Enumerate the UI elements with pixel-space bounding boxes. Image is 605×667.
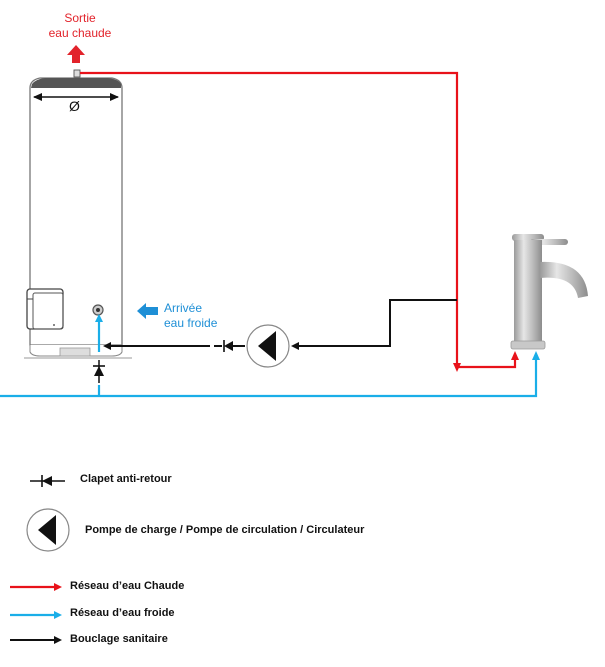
recirculation-loop-pipe xyxy=(103,299,457,350)
hot-outlet-arrow-icon xyxy=(67,45,85,63)
cold-inlet-arrow-icon xyxy=(137,303,158,319)
hot-water-pipe xyxy=(80,71,519,372)
cold-inlet-label-line1: Arrivée xyxy=(164,301,203,315)
water-heater-tank xyxy=(24,69,132,359)
cold-water-pipe xyxy=(0,314,540,398)
legend-hot-network-label: Réseau d’eau Chaude xyxy=(70,580,185,592)
legend-cold-network-label: Réseau d’eau froide xyxy=(70,607,175,619)
legend-cold-arrow-icon xyxy=(10,611,62,619)
hot-outlet-label-line1: Sortie xyxy=(64,11,96,25)
circulation-pump-icon xyxy=(246,324,290,368)
legend-pump-icon xyxy=(26,508,70,552)
hot-outlet-label-line2: eau chaude xyxy=(48,26,112,40)
loop-check-valve-icon xyxy=(223,340,233,352)
legend-loop-arrow-icon xyxy=(10,636,62,644)
legend-loop-label: Bouclage sanitaire xyxy=(70,633,168,645)
heater-control-box xyxy=(26,288,64,330)
legend-check-valve-label: Clapet anti-retour xyxy=(80,473,172,485)
diameter-symbol: Ø xyxy=(69,98,80,114)
legend-check-valve-icon xyxy=(30,475,65,487)
cold-inlet-label: Arrivée eau froide xyxy=(164,301,217,331)
legend-pump-label: Pompe de charge / Pompe de circulation /… xyxy=(85,524,365,536)
hot-outlet-label: Sortie eau chaude xyxy=(40,11,120,41)
hot-outlet-port xyxy=(73,69,81,78)
legend-hot-arrow-icon xyxy=(10,583,62,591)
faucet-icon xyxy=(510,234,588,350)
cold-inlet-label-line2: eau froide xyxy=(164,316,218,330)
cold-check-valve-icon xyxy=(93,360,105,383)
